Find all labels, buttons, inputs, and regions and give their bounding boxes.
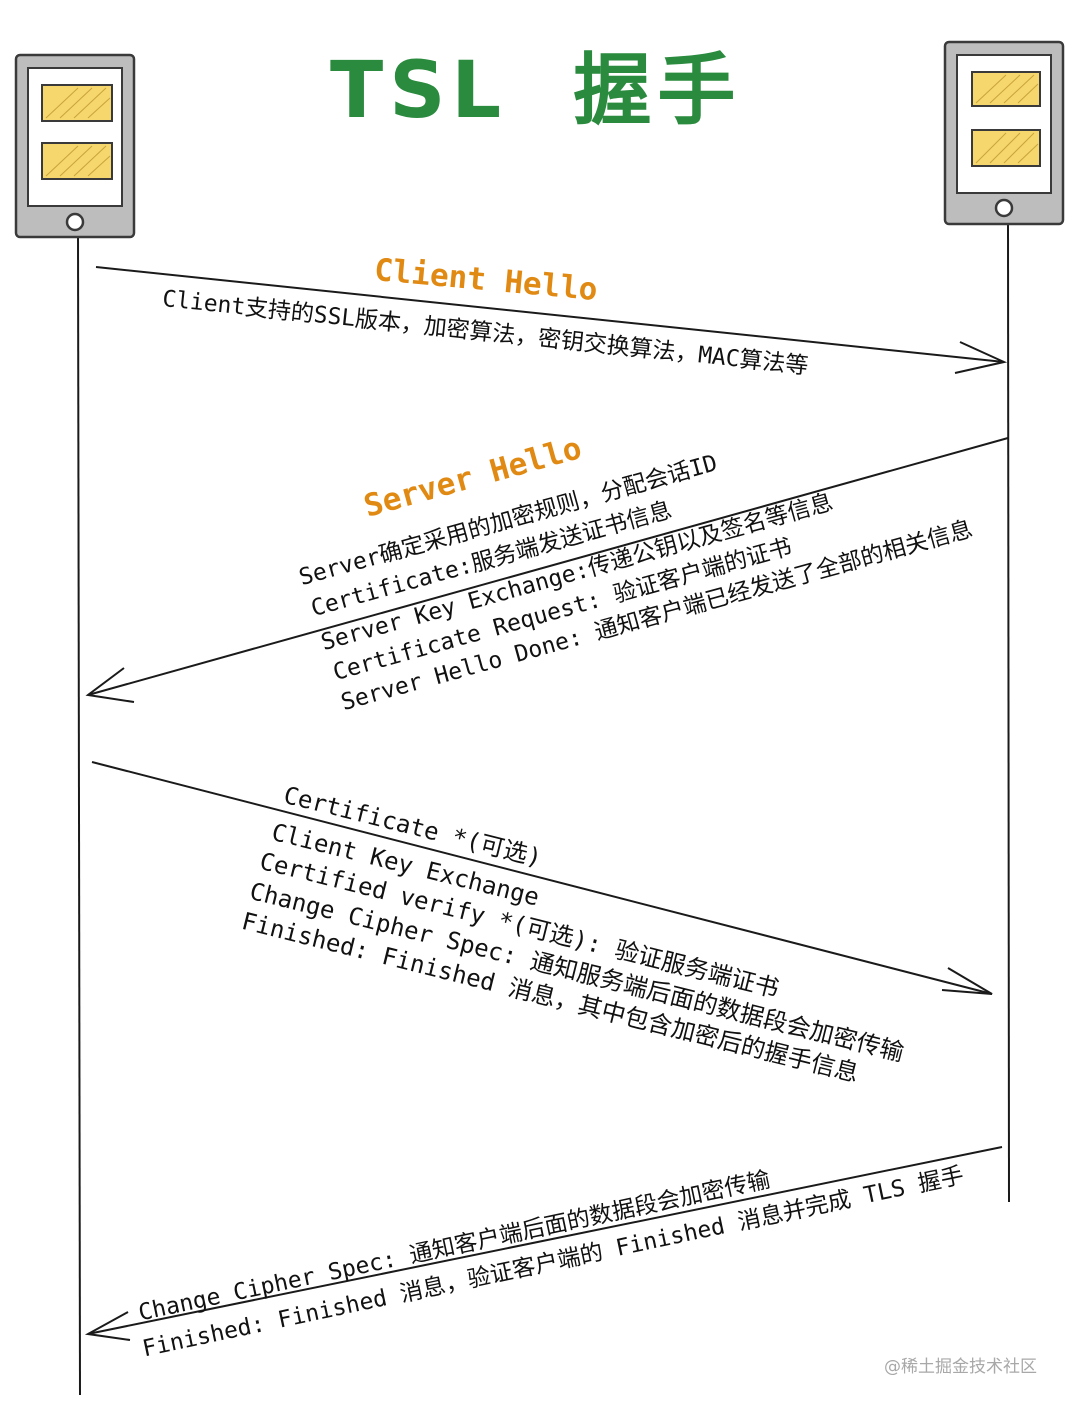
server-module-2 bbox=[971, 129, 1041, 167]
server-home-button bbox=[994, 198, 1014, 218]
watermark: @稀土掘金技术社区 bbox=[884, 1357, 1037, 1377]
client-module-hatch bbox=[45, 87, 111, 177]
client-lifeline bbox=[77, 231, 81, 1396]
arrow-change-cipher-spec bbox=[84, 1146, 1003, 1341]
server-lifeline bbox=[1007, 221, 1010, 1203]
server-module-1 bbox=[971, 71, 1041, 107]
client-home-button bbox=[65, 212, 85, 232]
arrow-server-hello bbox=[85, 437, 1009, 703]
server-module-hatch bbox=[975, 74, 1039, 164]
arrow-client-key-exchange bbox=[91, 761, 993, 995]
page-title: TSL 握手 bbox=[330, 46, 742, 136]
arrow-client-hello bbox=[95, 266, 1008, 374]
client-device bbox=[14, 53, 136, 239]
server-device bbox=[943, 40, 1065, 226]
